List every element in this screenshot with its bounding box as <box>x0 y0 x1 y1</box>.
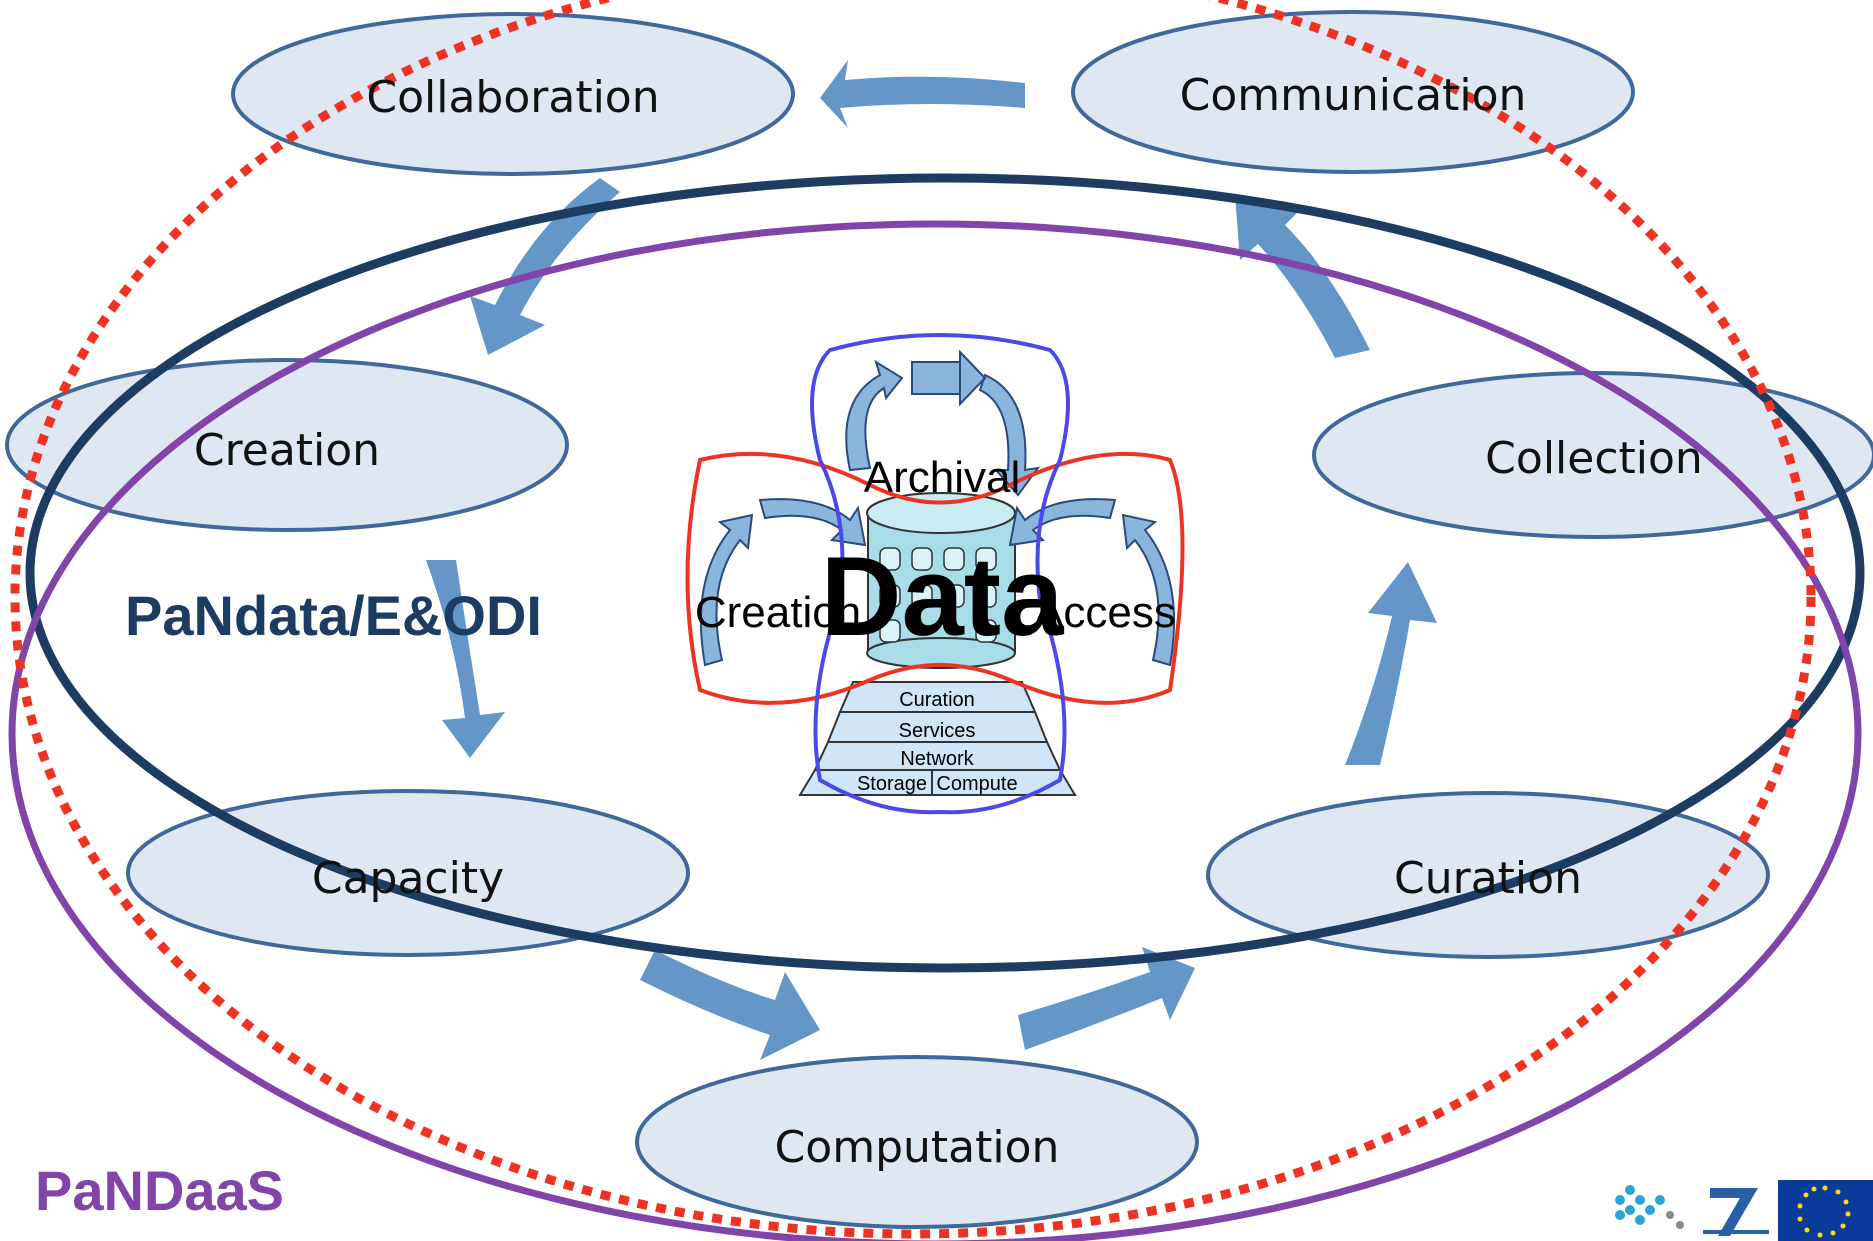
cycle-arrows <box>426 60 1437 1060</box>
node-creation <box>5 358 569 532</box>
stack-services-label: Services <box>899 720 976 742</box>
label-curation: Curation <box>1394 853 1582 904</box>
label-collection: Collection <box>1485 433 1703 484</box>
pandaas-label: PaNDaaS <box>35 1159 284 1222</box>
label-communication: Communication <box>1180 70 1527 121</box>
node-computation <box>635 1055 1199 1229</box>
arrow-communication-to-collaboration <box>820 60 1025 128</box>
stack-storage-label: Storage <box>857 773 927 795</box>
center-archival-label: Archival <box>864 453 1021 502</box>
creation-access-outline <box>685 451 1185 705</box>
logo-strip <box>1615 1180 1873 1241</box>
stage-labels: Collaboration Communication Creation Col… <box>194 70 1703 1173</box>
infrastructure-stack: Curation Services Network Storage Comput… <box>798 681 1077 796</box>
node-communication <box>1071 10 1635 174</box>
arrow-creation-to-capacity <box>426 560 505 758</box>
process-arrows <box>699 349 1176 667</box>
archival-cycle-arrow <box>845 359 904 472</box>
label-computation: Computation <box>775 1122 1060 1173</box>
pandaas-boundary <box>8 220 1862 1241</box>
arrow-collection-to-communication <box>1235 195 1370 358</box>
eu-flag-logo <box>1778 1180 1873 1241</box>
stack-compute-label: Compute <box>936 773 1017 795</box>
node-capacity <box>126 789 690 957</box>
label-capacity: Capacity <box>312 853 504 904</box>
stack-curation-label: Curation <box>899 689 975 711</box>
arrow-computation-to-curation <box>1018 947 1195 1050</box>
pandata-label: PaNdata/E&ODI <box>125 584 542 647</box>
center-data-label: Data <box>821 534 1064 659</box>
center-creation-label: Creation <box>695 588 861 637</box>
e-infrastructure-logo <box>1615 1185 1684 1229</box>
stack-layer-curation <box>838 681 1037 713</box>
central-data-graphic: Curation Services Network Storage Comput… <box>685 333 1185 815</box>
stack-network-label: Network <box>900 748 974 770</box>
access-cycle-arrow <box>1121 513 1176 667</box>
stage-nodes <box>5 10 1873 1229</box>
pandata-boundary <box>25 173 1865 973</box>
dotted-boundary <box>10 0 1816 1239</box>
label-creation: Creation <box>194 425 380 476</box>
node-collaboration <box>231 12 795 176</box>
arrow-collaboration-to-creation <box>470 178 620 355</box>
arrow-capacity-to-computation <box>640 950 820 1060</box>
center-access-label: Access <box>1034 588 1176 637</box>
fp7-logo <box>1695 1180 1775 1240</box>
label-collaboration: Collaboration <box>366 72 659 123</box>
arrow-curation-to-collection <box>1345 562 1437 765</box>
archival-outline <box>810 333 1070 815</box>
creation-cycle-arrow <box>699 513 754 667</box>
data-drum <box>866 492 1016 669</box>
